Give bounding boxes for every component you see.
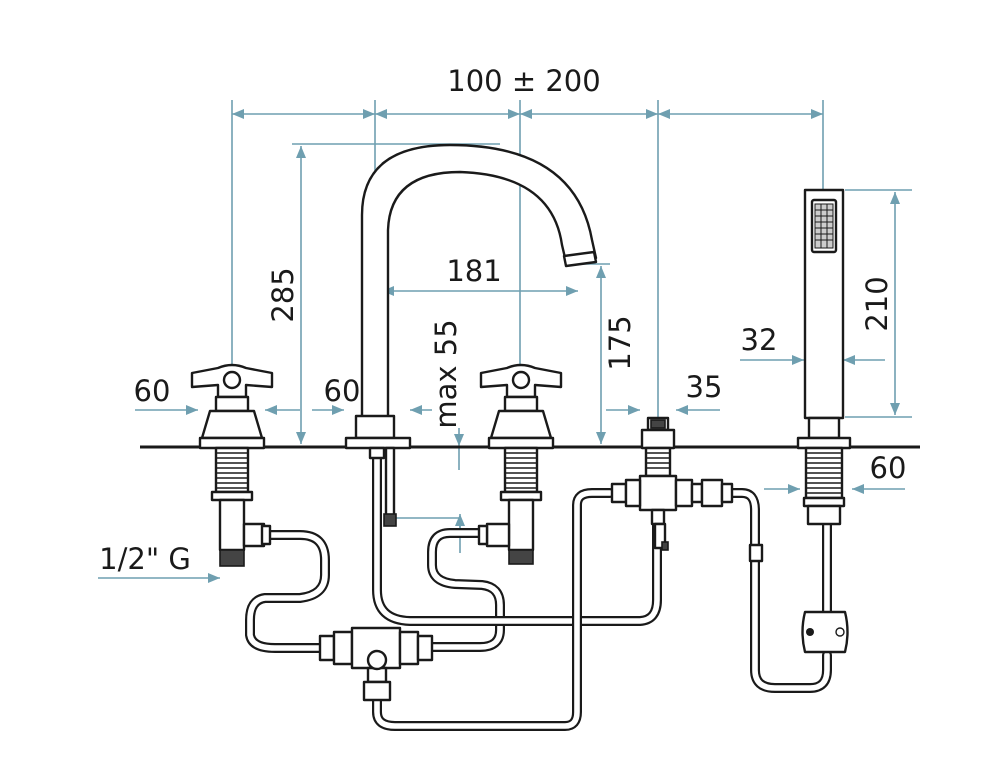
hoses bbox=[245, 451, 832, 731]
hand-shower bbox=[748, 188, 852, 654]
label-max-deck: max 55 bbox=[429, 319, 463, 428]
label-total-width: 100 ± 200 bbox=[447, 64, 600, 98]
label-outlet-height: 175 bbox=[603, 315, 637, 370]
left-cross-handle-valve bbox=[190, 363, 274, 567]
label-handle-width: 60 bbox=[134, 374, 171, 408]
dimension-lines bbox=[98, 100, 912, 583]
label-shower-height: 210 bbox=[860, 276, 894, 331]
label-spout-reach: 181 bbox=[446, 254, 501, 288]
mixing-tee-fitting bbox=[318, 626, 434, 702]
diverter-valve bbox=[610, 416, 734, 551]
label-shower-width: 32 bbox=[741, 323, 778, 357]
label-inlet-thread: 1/2" G bbox=[99, 542, 191, 576]
label-spout-base-width: 60 bbox=[324, 374, 361, 408]
label-spout-height: 285 bbox=[266, 267, 300, 322]
right-cross-handle-valve bbox=[477, 363, 563, 565]
label-diverter-width: 35 bbox=[686, 370, 723, 404]
spout bbox=[344, 143, 598, 527]
label-shower-base-width: 60 bbox=[870, 451, 907, 485]
